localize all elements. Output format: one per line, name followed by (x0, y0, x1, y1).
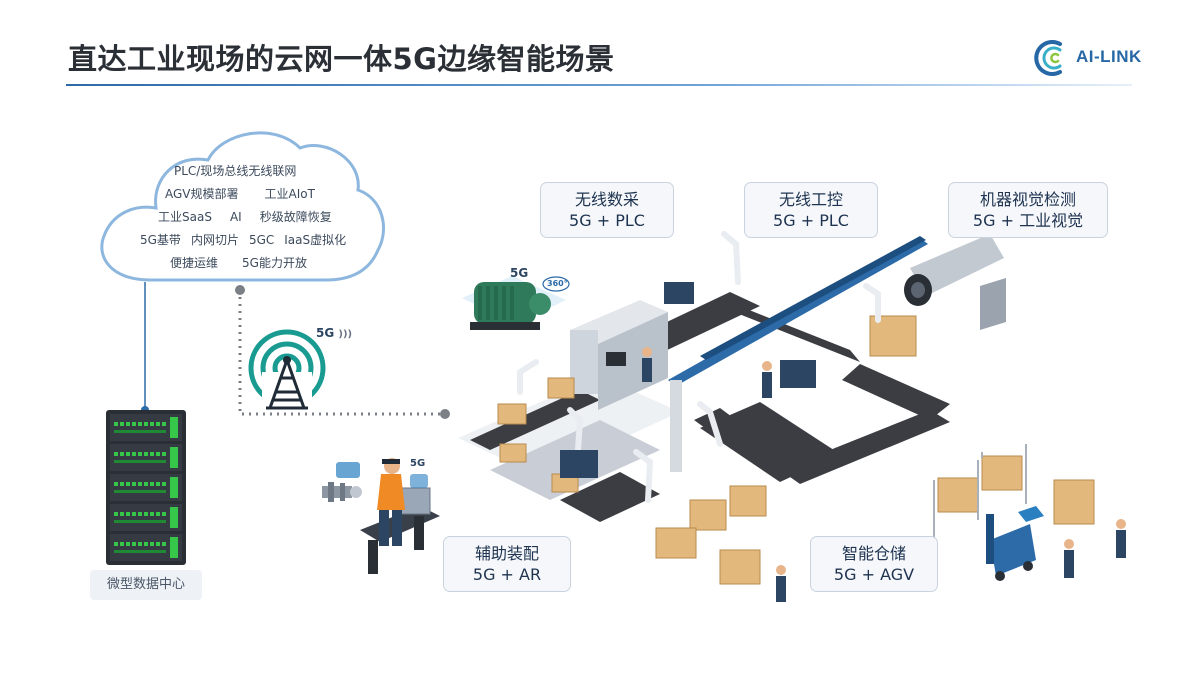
cloud-capability: 工业SaaS (158, 210, 212, 224)
cloud-line: AGV规模部署 工业AIoT (165, 185, 315, 202)
cloud-capability: AGV规模部署 (165, 187, 239, 201)
tag-assisted-assembly: 辅助装配 5G + AR (443, 536, 571, 592)
5g-tower-icon (251, 332, 323, 412)
tag-title: 机器视觉检测 (949, 189, 1107, 210)
cloud-capability: 5GC (249, 233, 274, 247)
tower-5g-label: 5G ))) (316, 326, 352, 340)
cloud-capability: 内网切片 (191, 233, 239, 247)
tag-smart-warehouse: 智能仓储 5G + AGV (810, 536, 938, 592)
cloud-line: PLC/现场总线无线联网 (174, 162, 296, 179)
worker-5g-label: 5G (410, 458, 425, 469)
motor-5g-label: 5G (510, 266, 528, 280)
tag-subtitle: 5G + AGV (811, 564, 937, 585)
agv-forklift-illustration (986, 506, 1044, 581)
cloud-line: 5G基带内网切片 5GC IaaS虚拟化 (140, 231, 346, 248)
tag-subtitle: 5G + PLC (745, 210, 877, 231)
wifi-signal-icon: ))) (338, 329, 352, 340)
motor-360-badge: 360° (547, 279, 568, 288)
worker-5g-text: 5G (410, 458, 425, 469)
tag-subtitle: 5G + AR (444, 564, 570, 585)
tag-subtitle: 5G + PLC (541, 210, 673, 231)
tag-title: 无线数采 (541, 189, 673, 210)
tag-wireless-collect: 无线数采 5G + PLC (540, 182, 674, 238)
cloud-capability: PLC/现场总线无线联网 (174, 164, 296, 178)
motor-5g-text: 5G (510, 266, 528, 280)
cloud-line: 便捷运维 5G能力开放 (170, 254, 307, 271)
cloud-capability: IaaS虚拟化 (284, 233, 346, 247)
tag-title: 无线工控 (745, 189, 877, 210)
tag-machine-vision: 机器视觉检测 5G + 工业视觉 (948, 182, 1108, 238)
tower-5g-text: 5G (316, 326, 334, 340)
cloud-capability: 便捷运维 (170, 256, 218, 270)
tag-title: 智能仓储 (811, 543, 937, 564)
cloud-capability: 5G基带 (140, 233, 181, 247)
tag-title: 辅助装配 (444, 543, 570, 564)
cloud-line: 工业SaaS AI 秒级故障恢复 (158, 208, 332, 225)
tag-wireless-control: 无线工控 5G + PLC (744, 182, 878, 238)
cloud-capability: 5G能力开放 (242, 256, 307, 270)
ar-assembly-worker-illustration (322, 458, 440, 574)
dotted-link-end-dot (440, 409, 450, 419)
tag-subtitle: 5G + 工业视觉 (949, 210, 1107, 231)
cloud-capability: AI (230, 210, 242, 224)
cloud-capability: 秒级故障恢复 (260, 210, 332, 224)
micro-datacenter-label: 微型数据中心 (90, 570, 202, 600)
micro-datacenter-server-icon (106, 410, 186, 565)
cloud-capability: 工业AIoT (265, 187, 315, 201)
